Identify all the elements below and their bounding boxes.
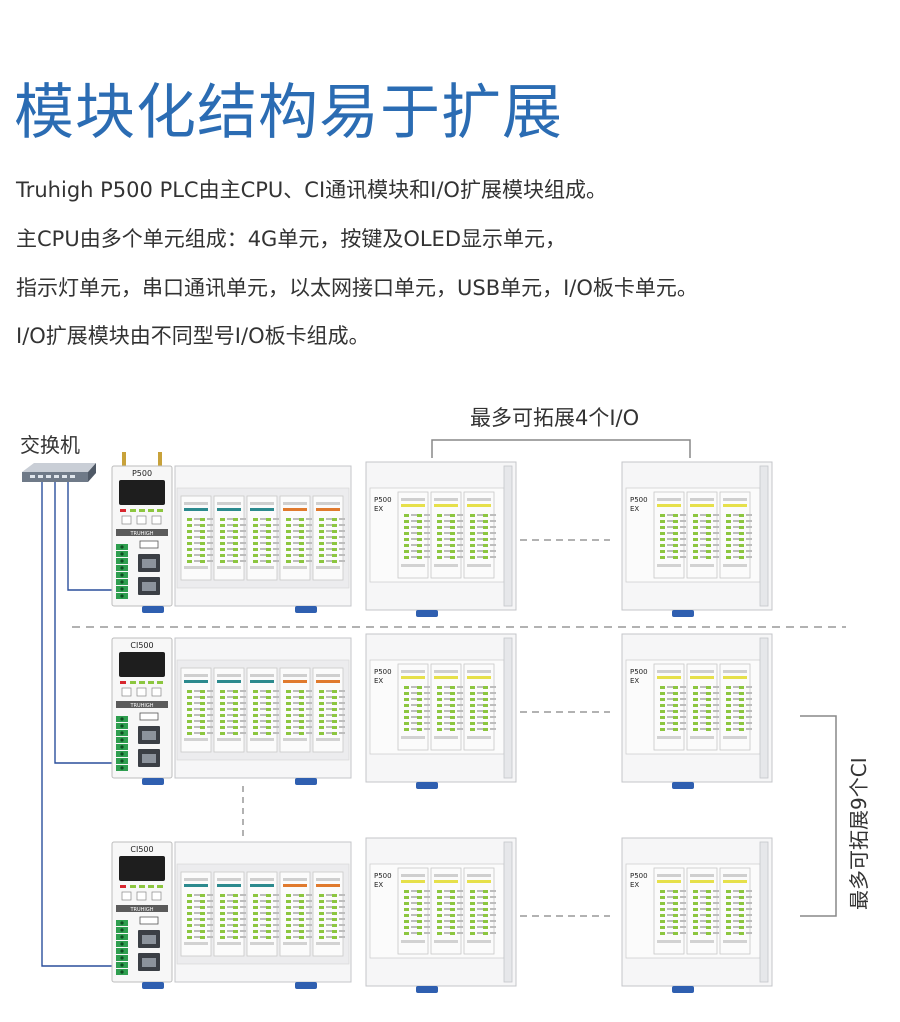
ex-module-label-2: EX [630, 677, 639, 685]
io-bracket [431, 439, 691, 458]
cpu-module-label: P500 [132, 469, 152, 478]
ethernet-cables [41, 482, 120, 967]
ex-module-label-2: EX [374, 505, 383, 513]
brand-label: TRUHIGH [129, 703, 153, 709]
intro-line-3: 指示灯单元，串口通讯单元，以太网接口单元，USB单元，I/O板卡单元。 [16, 276, 698, 300]
ex-module-label: P500 [630, 668, 648, 676]
switch-label: 交换机 [20, 433, 80, 457]
ex-module-label-2: EX [374, 881, 383, 889]
network-switch-icon [22, 463, 96, 482]
brand-label: TRUHIGH [129, 531, 153, 537]
intro-line-2: 主CPU由多个单元组成：4G单元，按键及OLED显示单元， [16, 227, 566, 251]
expand-ci-label: 最多可拓展9个CI [847, 757, 871, 910]
ex-module-label: P500 [630, 496, 648, 504]
cpu-module-label: CI500 [130, 845, 153, 854]
ex-module-label-2: EX [374, 677, 383, 685]
cpu-module-label: CI500 [130, 641, 153, 650]
ex-module-label-2: EX [630, 881, 639, 889]
intro-line-1: Truhigh P500 PLC由主CPU、CI通讯模块和I/O扩展模块组成。 [16, 178, 607, 202]
intro-line-4: I/O扩展模块由不同型号I/O板卡组成。 [16, 324, 370, 348]
ex-module-label: P500 [374, 872, 392, 880]
ex-module-label: P500 [630, 872, 648, 880]
ex-module-label: P500 [374, 496, 392, 504]
ex-module-label-2: EX [630, 505, 639, 513]
expand-io-label: 最多可拓展4个I/O [470, 406, 639, 430]
page-title: 模块化结构易于扩展 [14, 78, 563, 148]
ex-module-label: P500 [374, 668, 392, 676]
brand-label: TRUHIGH [129, 907, 153, 913]
ci-bracket [800, 715, 837, 917]
